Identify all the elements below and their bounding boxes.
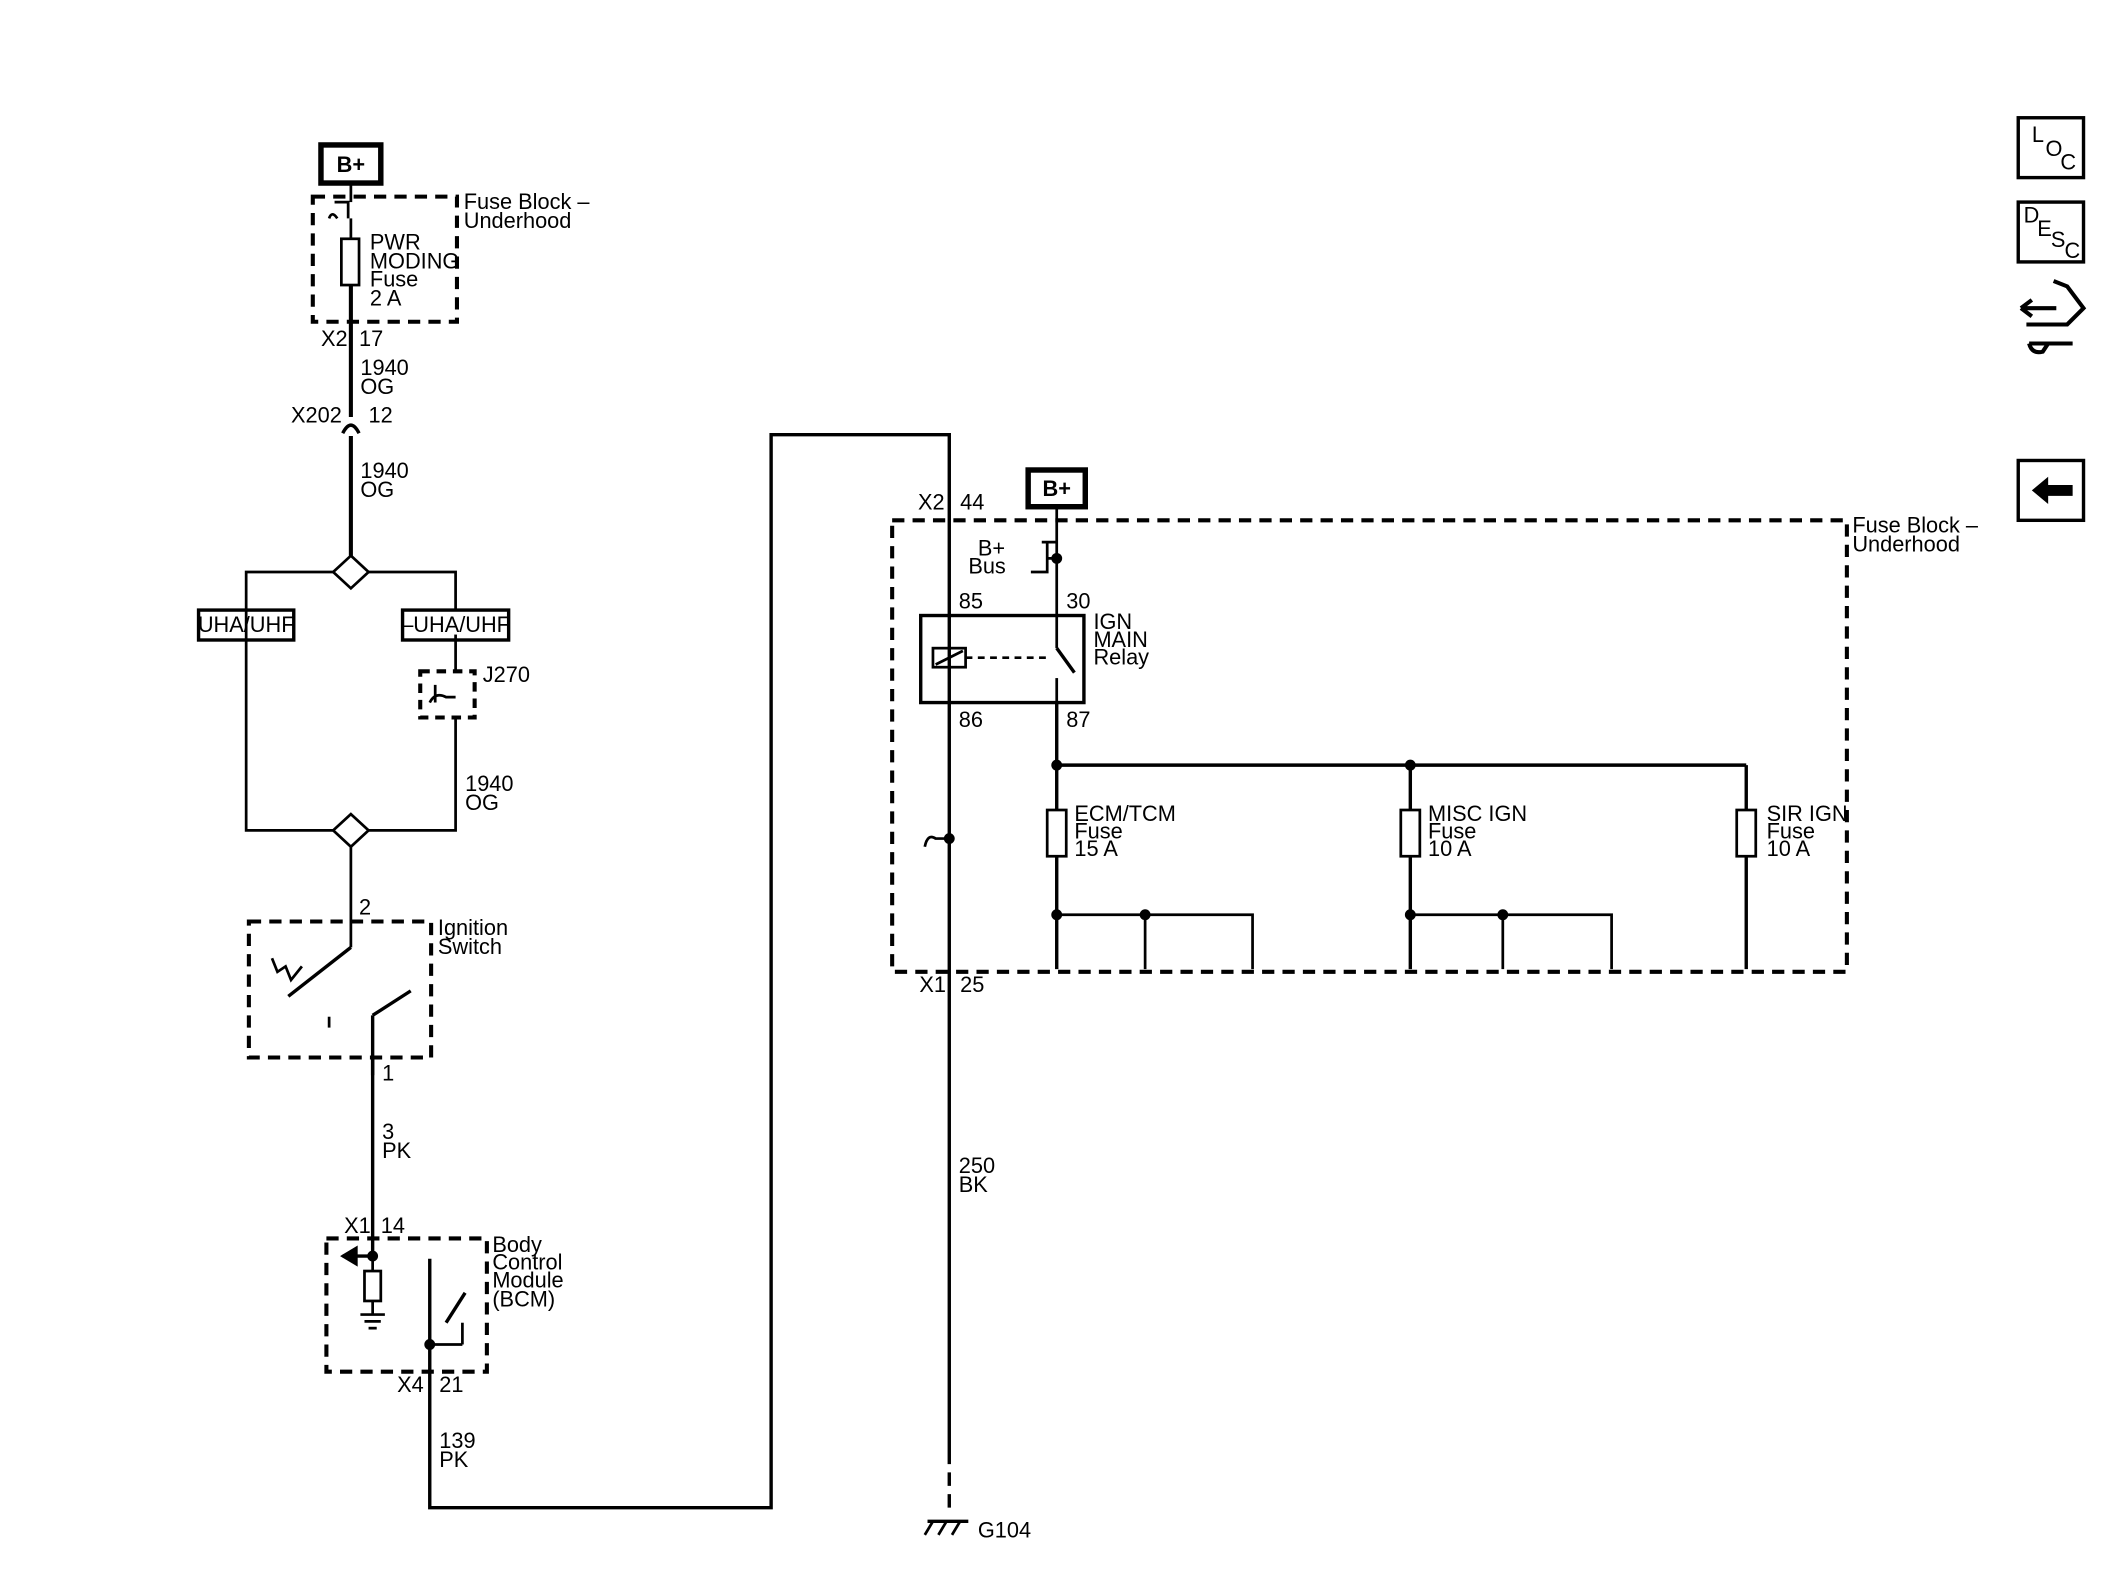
desc-icon-s: S — [2051, 227, 2066, 252]
relay-pin-86: 86 — [959, 707, 983, 732]
bcm-label-4: (BCM) — [492, 1286, 555, 1311]
jumper-j270: J270 — [418, 662, 530, 720]
fuse-block-underhood-right: Fuse Block – Underhood X2 44 X1 25 B+ Bu… — [890, 489, 1979, 1451]
fuse-sir-label-3: 10 A — [1767, 836, 1811, 861]
fuse-block-title-2: Underhood — [464, 208, 572, 233]
ignition-switch: Ignition Switch — [246, 915, 508, 1076]
ign-main-relay: 85 30 86 87 IGN MAIN Relay — [919, 589, 1149, 732]
bus-label-1: B+ — [978, 536, 1005, 561]
option-splice-top — [331, 553, 371, 591]
desc-icon-e: E — [2037, 216, 2052, 241]
right-conn-bottom: X1 — [919, 972, 946, 997]
wire-1940-circuit-a: 1940 — [360, 355, 408, 380]
wire-139-color: PK — [439, 1447, 469, 1472]
back-arrow-icon — [2031, 476, 2073, 504]
ignition-switch-label-1: Ignition — [438, 915, 508, 940]
bcm-conn-top: X1 — [344, 1213, 371, 1238]
x202-label: X202 — [291, 402, 342, 427]
ignition-pin-2: 2 — [359, 895, 371, 920]
relay-pin-30: 30 — [1066, 589, 1090, 614]
location-button[interactable]: L O C — [2016, 116, 2086, 180]
fuse-ecm-tcm: ECM/TCM Fuse 15 A — [1045, 801, 1254, 970]
bus-label-2: Bus — [968, 553, 1006, 578]
fuse-label-1: PWR — [370, 230, 421, 255]
relay-label-2: MAIN — [1093, 627, 1147, 652]
option-splice-bottom — [331, 812, 371, 849]
description-button[interactable]: D E S C — [2016, 200, 2086, 264]
fuse-misc-label-2: Fuse — [1428, 819, 1476, 844]
option-uha-uhf: UHA/UHF — [196, 608, 296, 642]
relay-label-3: Relay — [1093, 644, 1149, 669]
ignition-pin-1: 1 — [382, 1061, 394, 1086]
right-pin-44: 44 — [960, 489, 984, 514]
battery-source-top: B+ — [318, 142, 384, 186]
option-left-label: UHA/UHF — [198, 612, 295, 637]
bcm-label-1: Body — [492, 1232, 542, 1257]
pin-17: 17 — [359, 326, 383, 351]
wire-3-circuit: 3 — [382, 1119, 394, 1144]
bcm-label-2: Control — [492, 1250, 562, 1275]
wire-250-color: BK — [959, 1172, 989, 1197]
fuse-misc-ign: MISC IGN Fuse 10 A — [1399, 765, 1613, 970]
loc-icon-o: O — [2045, 136, 2062, 161]
inline-connector-x202: X202 12 — [291, 402, 393, 435]
ignition-switch-label-2: Switch — [438, 934, 502, 959]
ground-g104: G104 — [923, 1518, 1031, 1543]
wire-1940-color-c: OG — [465, 790, 499, 815]
connector-diagnostic-icon[interactable] — [2019, 279, 2087, 355]
fuse-sir-label-1: SIR IGN — [1767, 801, 1848, 826]
right-conn-top: X2 — [918, 489, 945, 514]
fuse-misc-label-3: 10 A — [1428, 836, 1472, 861]
fuse-block-underhood-top: Fuse Block – Underhood PWR MODING Fuse 2… — [310, 189, 591, 324]
body-control-module: X1 14 Body Control Module (BCM) X4 21 — [324, 1213, 564, 1397]
fuse-ecm-label-3: 15 A — [1074, 836, 1118, 861]
fuse-label-3: Fuse — [370, 266, 418, 291]
wire-3-color: PK — [382, 1138, 412, 1163]
option-not-uha-uhf: –UHA/UHF — [400, 608, 511, 642]
wire-139-circuit: 139 — [439, 1428, 475, 1453]
right-pin-25: 25 — [960, 972, 984, 997]
wire-1940-color-b: OG — [360, 477, 394, 502]
fuse-ecm-label-2: Fuse — [1074, 819, 1122, 844]
option-right-label: –UHA/UHF — [401, 612, 510, 637]
connector-x2-top: X2 — [321, 326, 348, 351]
fuse-block-right-title-1: Fuse Block – — [1852, 513, 1979, 538]
battery-label-right: B+ — [1043, 476, 1071, 501]
pwr-moding-fuse — [340, 237, 361, 287]
relay-pin-87: 87 — [1066, 707, 1090, 732]
loc-icon-l: L — [2032, 122, 2044, 147]
bcm-label-3: Module — [492, 1267, 563, 1292]
wire-1940-color-a: OG — [360, 374, 394, 399]
fuse-block-title-1: Fuse Block – — [464, 189, 591, 214]
wire-1940-circuit-c: 1940 — [465, 771, 513, 796]
fuse-label-4: 2 A — [370, 285, 402, 310]
wire-1940-circuit-b: 1940 — [360, 458, 408, 483]
fuse-sir-ign: SIR IGN Fuse 10 A — [1735, 765, 1848, 970]
desc-icon-d: D — [2024, 202, 2040, 227]
bcm-conn-bottom: X4 — [397, 1372, 424, 1397]
fuse-label-2: MODING — [370, 249, 459, 274]
wire-250-circuit: 250 — [959, 1153, 995, 1178]
fuse-block-right-title-2: Underhood — [1852, 532, 1960, 557]
fuse-ecm-label-1: ECM/TCM — [1074, 801, 1176, 826]
x202-pin: 12 — [369, 402, 393, 427]
bcm-pin-21: 21 — [439, 1372, 463, 1397]
j270-label: J270 — [483, 662, 530, 687]
back-button[interactable] — [2016, 458, 2086, 523]
ground-label: G104 — [978, 1518, 1031, 1543]
battery-label-top: B+ — [337, 152, 365, 177]
battery-source-right: B+ — [1025, 467, 1089, 510]
relay-pin-85: 85 — [959, 589, 983, 614]
bcm-pin-14: 14 — [381, 1213, 405, 1238]
fuse-sir-label-2: Fuse — [1767, 819, 1815, 844]
relay-label-1: IGN — [1093, 609, 1132, 634]
desc-icon-c: C — [2064, 238, 2080, 263]
loc-icon-c: C — [2060, 149, 2076, 174]
fuse-misc-label-1: MISC IGN — [1428, 801, 1527, 826]
